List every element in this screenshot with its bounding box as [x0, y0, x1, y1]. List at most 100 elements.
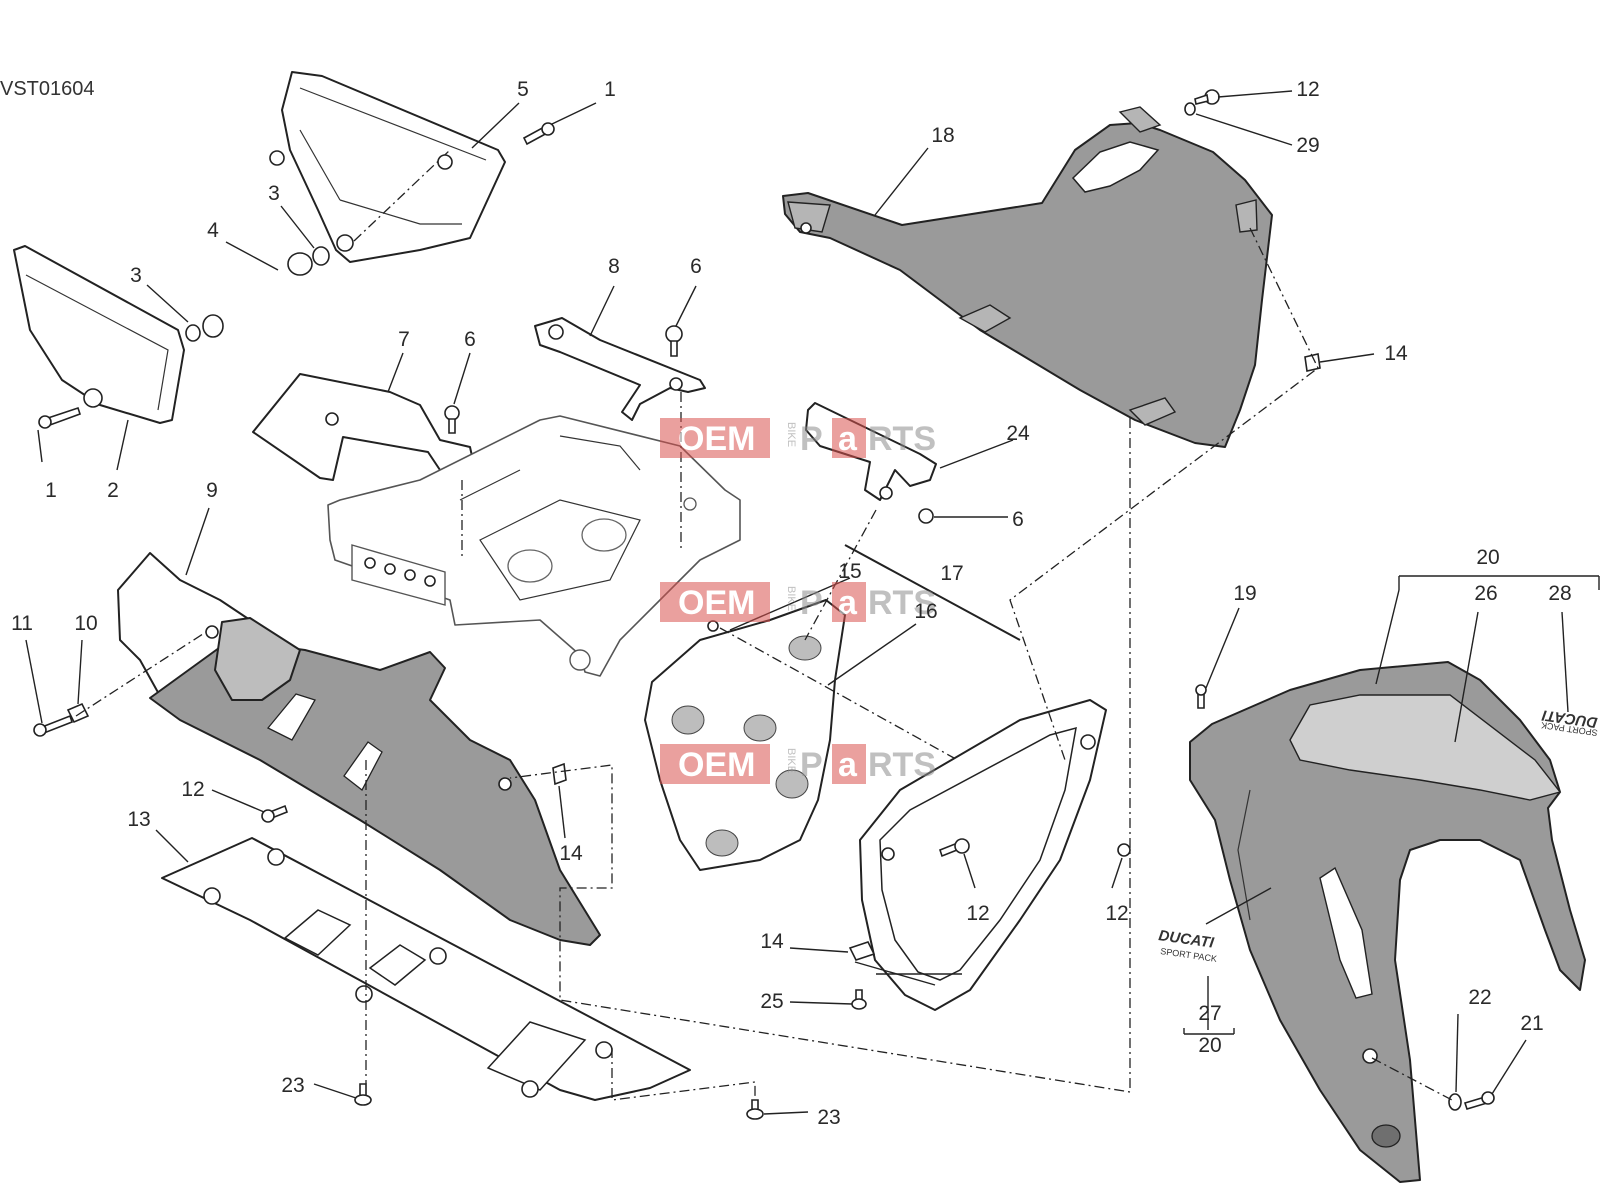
decal-27: DUCATI SPORT PACK: [1157, 927, 1217, 964]
decal-28: DUCATI SPORT PACK: [1540, 706, 1598, 738]
callout-16: 16: [914, 600, 937, 623]
watermark-text: RTS: [868, 420, 936, 458]
part-12-screw-frame: [939, 838, 970, 858]
part-14-clip-upper: [1304, 353, 1321, 372]
watermark-text: BIKE: [785, 586, 797, 611]
callout-20: 20: [1198, 1034, 1221, 1057]
leader-lines: [25, 90, 1600, 1115]
callout-15: 15: [838, 560, 861, 583]
watermark-text: OEM: [678, 420, 755, 458]
callout-24: 24: [1006, 422, 1030, 445]
callout-1: 1: [604, 78, 616, 101]
callout-11: 11: [11, 612, 33, 635]
watermark-text: OEM: [678, 584, 755, 622]
watermark-red-letter-box: [832, 744, 866, 784]
callout-18: 18: [931, 124, 954, 147]
callout-10: 10: [74, 612, 97, 635]
side-frame-panel: [859, 699, 1107, 1011]
part-6-screw-b: [665, 325, 683, 357]
watermark-text: a: [838, 746, 858, 784]
part-15-nut: [707, 620, 719, 632]
callout-14: 14: [760, 930, 784, 953]
watermark-text: RTS: [868, 746, 936, 784]
diagram-code: VST01604: [0, 78, 95, 100]
watermark-text: BIKE: [785, 748, 797, 773]
callout-14: 14: [1384, 342, 1408, 365]
callout-14: 14: [559, 842, 583, 865]
watermark-text: a: [838, 584, 858, 622]
watermark-red-box: [660, 744, 770, 784]
part-17-strip: [844, 544, 1021, 641]
callout-21: 21: [1520, 1012, 1543, 1035]
part-6-screw-a: [444, 405, 460, 434]
callout-20: 20: [1476, 546, 1499, 569]
callout-26: 26: [1474, 582, 1497, 605]
callout-6: 6: [1012, 508, 1024, 531]
watermark-text: OEM: [678, 746, 755, 784]
callout-7: 7: [398, 328, 410, 351]
part-11-10-screw-washer: [33, 702, 90, 737]
part-18-upper-fairing: [782, 106, 1273, 448]
part-25-screw: [851, 989, 867, 1010]
callout-23: 23: [817, 1106, 840, 1129]
part-1-screw-left: [38, 406, 82, 429]
callout-3: 3: [130, 264, 142, 287]
part-12-screw-top-right: [1184, 89, 1220, 116]
part-14-clip-lower: [848, 941, 876, 961]
watermark-text: P: [800, 584, 823, 622]
part-2-side-cover: [13, 245, 185, 424]
watermark-text: P: [800, 420, 823, 458]
callout-9: 9: [206, 479, 218, 502]
callout-12: 12: [1105, 902, 1128, 925]
part-26-front-fender: [1189, 661, 1586, 1183]
part-22-21-washer-screw: [1448, 1091, 1495, 1111]
watermark-text: BIKE: [785, 422, 797, 447]
part-5-bracket: [269, 71, 506, 263]
callout-17: 17: [940, 562, 963, 585]
callout-1: 1: [45, 479, 57, 502]
callout-12: 12: [1296, 78, 1319, 101]
part-3-4-spacer-upper: [185, 246, 330, 342]
callout-28: 28: [1548, 582, 1571, 605]
part-23-screw-b: [746, 1099, 764, 1120]
callout-19: 19: [1233, 582, 1256, 605]
callout-12: 12: [181, 778, 204, 801]
watermark-red-box: [660, 582, 770, 622]
callout-25: 25: [760, 990, 783, 1013]
callout-29: 29: [1296, 134, 1319, 157]
watermark-text: P: [800, 746, 823, 784]
assembly-dash-lines: [75, 227, 1453, 1101]
callout-8: 8: [608, 255, 620, 278]
watermark-red-letter-box: [832, 418, 866, 458]
callout-22: 22: [1468, 986, 1491, 1009]
callout-12: 12: [966, 902, 989, 925]
part-6-nut-c: [918, 508, 934, 524]
callout-4: 4: [207, 219, 219, 242]
watermark-red-letter-box: [832, 582, 866, 622]
watermark-text: RTS: [868, 584, 936, 622]
callout-27: 27: [1198, 1002, 1221, 1025]
callout-23: 23: [281, 1074, 304, 1097]
part-9-lower-fairing: [117, 552, 601, 946]
part-23-screw-a: [354, 1083, 372, 1106]
part-16-grille-panel: [644, 599, 846, 871]
callout-6: 6: [690, 255, 702, 278]
watermark-text: a: [838, 420, 858, 458]
callout-2: 2: [107, 479, 119, 502]
part-13-belly-plate: [161, 837, 691, 1101]
part-1-screw-top: [522, 122, 555, 146]
part-8-bracket: [534, 317, 706, 421]
watermark-red-box: [660, 418, 770, 458]
callout-5: 5: [517, 78, 529, 101]
part-7-shield: [252, 373, 476, 485]
part-19-screw: [1195, 684, 1207, 709]
callout-3: 3: [268, 182, 280, 205]
callout-6: 6: [464, 328, 476, 351]
part-12-screw-left: [261, 804, 288, 823]
